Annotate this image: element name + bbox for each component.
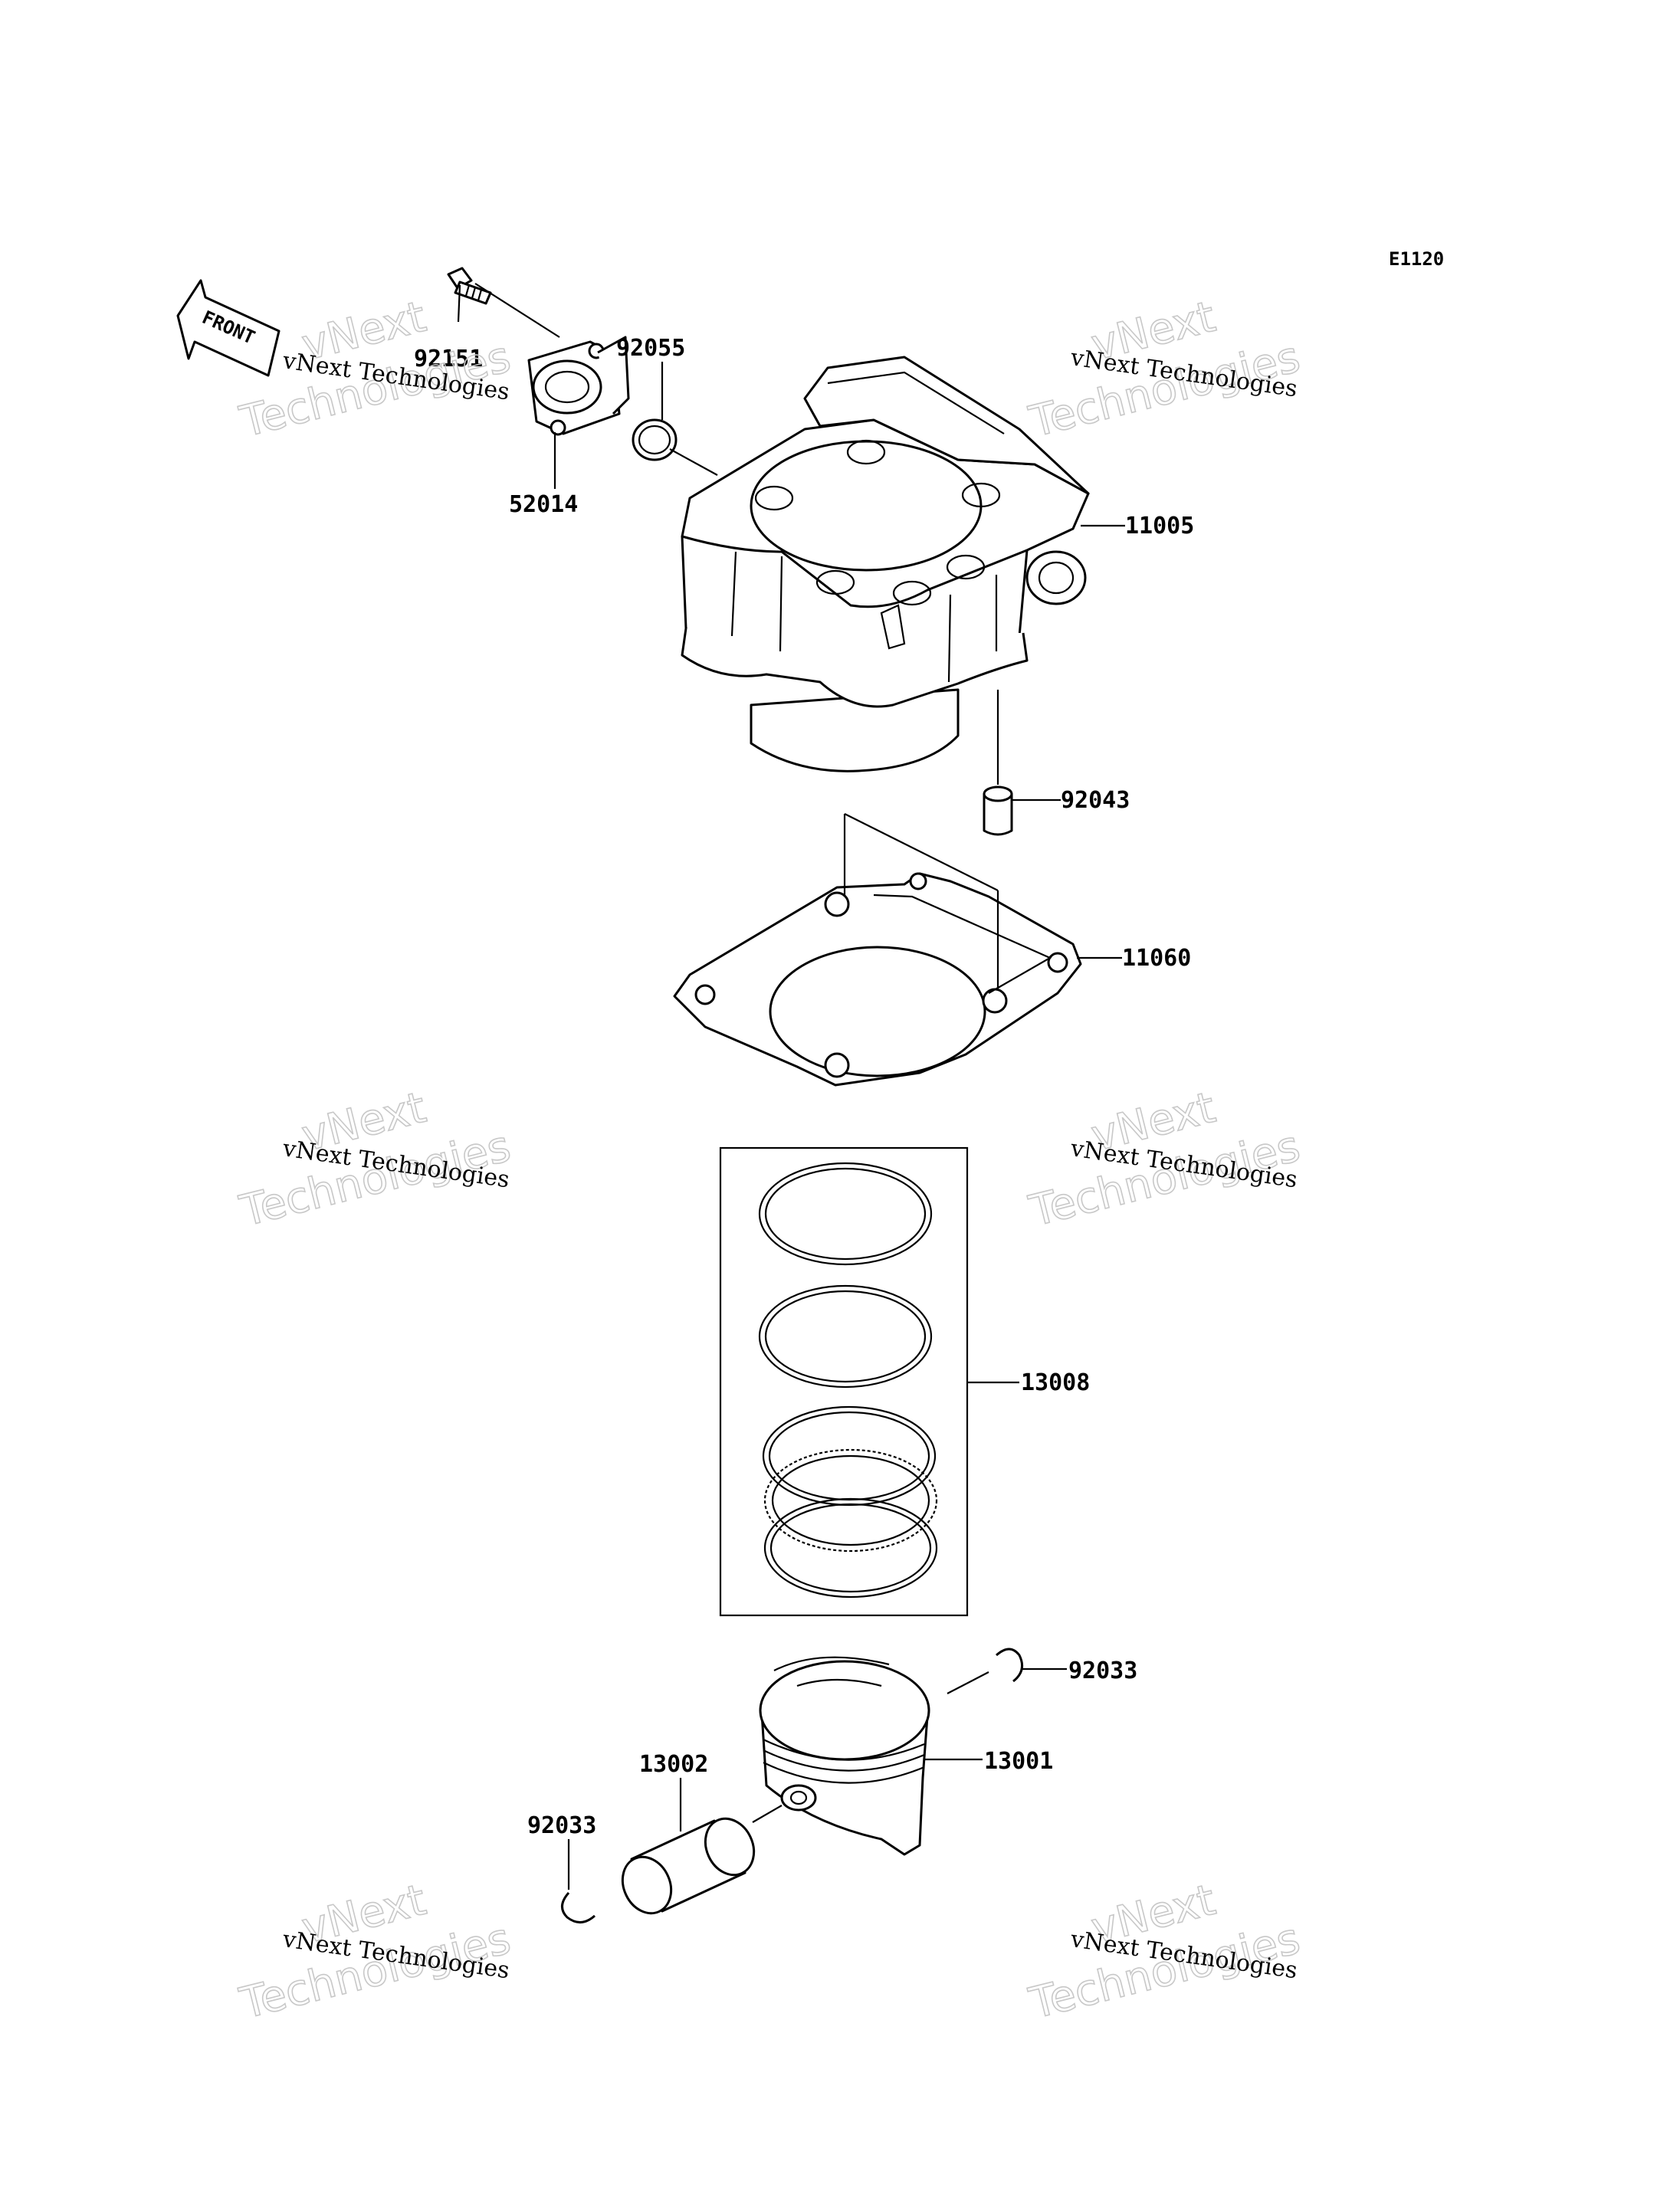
- front-arrow: FRONT: [176, 279, 281, 377]
- circlip-92033-left[interactable]: [561, 1892, 596, 1923]
- watermark-bottom-left: vNext Technologies vNext Technologies: [235, 1874, 516, 2029]
- part-label-11005: 11005: [1125, 513, 1194, 539]
- flange-52014[interactable]: [527, 336, 630, 436]
- watermark-top-right: vNext Technologies vNext Technologies: [1024, 291, 1305, 448]
- leader-lines: [457, 283, 1125, 1890]
- watermark-mid-left: vNext Technologies vNext Technologies: [235, 1082, 516, 1237]
- watermark-bottom-right: vNext Technologies vNext Technologies: [1024, 1874, 1305, 2029]
- part-label-11060: 11060: [1122, 945, 1191, 972]
- part-label-13001: 13001: [984, 1748, 1053, 1775]
- diagram-code: E1120: [1389, 248, 1444, 270]
- part-label-13002: 13002: [639, 1751, 708, 1778]
- dowel-pin-92043[interactable]: [983, 785, 1013, 836]
- circlip-92033-right[interactable]: [996, 1648, 1024, 1683]
- cylinder-11005[interactable]: [681, 356, 1090, 772]
- piston-pin-13002[interactable]: [614, 1811, 763, 1921]
- ring-set-13008[interactable]: [758, 1162, 938, 1599]
- part-label-92043: 92043: [1061, 787, 1130, 814]
- part-label-92151: 92151: [414, 346, 483, 372]
- watermark-top-left: vNext Technologies vNext Technologies: [235, 291, 516, 448]
- part-label-92033-right: 92033: [1068, 1658, 1137, 1684]
- part-label-13008: 13008: [1021, 1369, 1090, 1396]
- gasket-11060[interactable]: [673, 872, 1082, 1087]
- bolt-92151[interactable]: [447, 267, 492, 305]
- part-label-92033-left: 92033: [527, 1812, 596, 1839]
- part-label-52014: 52014: [509, 491, 578, 518]
- watermark-mid-right: vNext Technologies vNext Technologies: [1024, 1082, 1305, 1237]
- part-label-92055: 92055: [616, 335, 685, 362]
- piston-13001[interactable]: [759, 1656, 930, 1856]
